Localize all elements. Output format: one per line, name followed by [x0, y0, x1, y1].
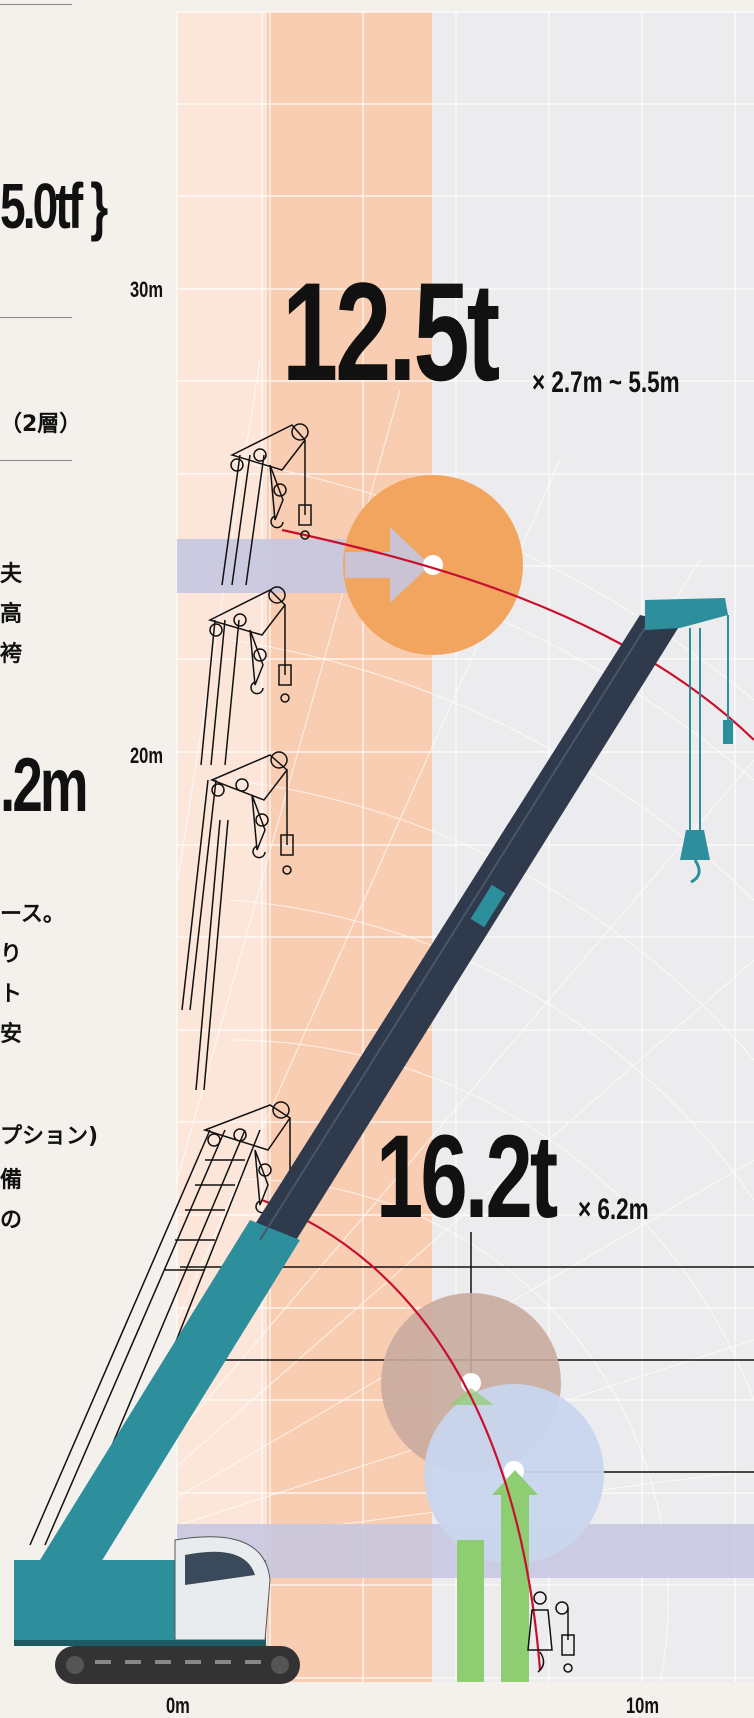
- top-load-arrow-icon: [345, 527, 430, 603]
- boom-outline-2: [200, 586, 292, 766]
- left-panel-rule-3: [0, 460, 72, 461]
- left-panel-rule-2: [0, 317, 72, 318]
- lower-load-curve: [261, 1198, 542, 1671]
- boom-length-fragment: .2m: [0, 743, 89, 828]
- option-fragment: プション): [0, 1124, 99, 1149]
- bottom-load-value: 16.2t: [376, 1111, 558, 1243]
- crawler-track: [55, 1646, 300, 1684]
- left-text-8: 備: [0, 1168, 23, 1193]
- left-text-4: ース。: [0, 902, 65, 927]
- left-panel-rule-1: [0, 4, 72, 5]
- crane-illustration: [14, 598, 733, 1684]
- boom-outline-3: [181, 751, 294, 1091]
- y-axis-label-30m: 30m: [130, 277, 164, 302]
- capacity-fragment: 5.0tf }: [0, 170, 108, 242]
- left-text-5: り: [0, 942, 23, 967]
- light-band: [177, 12, 267, 1682]
- boom-head: [645, 598, 728, 630]
- upper-load-curve: [281, 528, 754, 741]
- top-load-radius: × 2.7m ~ 5.5m: [532, 366, 680, 399]
- x-axis-label-0m: 0m: [166, 1693, 190, 1718]
- boom-outline-1: [221, 423, 312, 586]
- left-text-6: ト: [0, 982, 23, 1007]
- bottom-load-radius: × 6.2m: [578, 1193, 649, 1226]
- left-text-2: 高: [0, 602, 23, 627]
- left-text-1: 夫: [0, 562, 23, 587]
- boom-base: [40, 1220, 300, 1580]
- y-axis-label-20m: 20m: [130, 743, 164, 768]
- lift-arrows: [449, 1388, 538, 1682]
- layers-fragment: （2層）: [0, 412, 82, 437]
- x-axis-label-10m: 10m: [626, 1693, 660, 1718]
- hook-block-outline: [527, 1591, 575, 1673]
- left-text-9: の: [0, 1208, 23, 1233]
- left-text-3: 袴: [0, 642, 23, 667]
- top-load-value: 12.5t: [282, 253, 500, 410]
- left-text-7: 安: [0, 1022, 23, 1047]
